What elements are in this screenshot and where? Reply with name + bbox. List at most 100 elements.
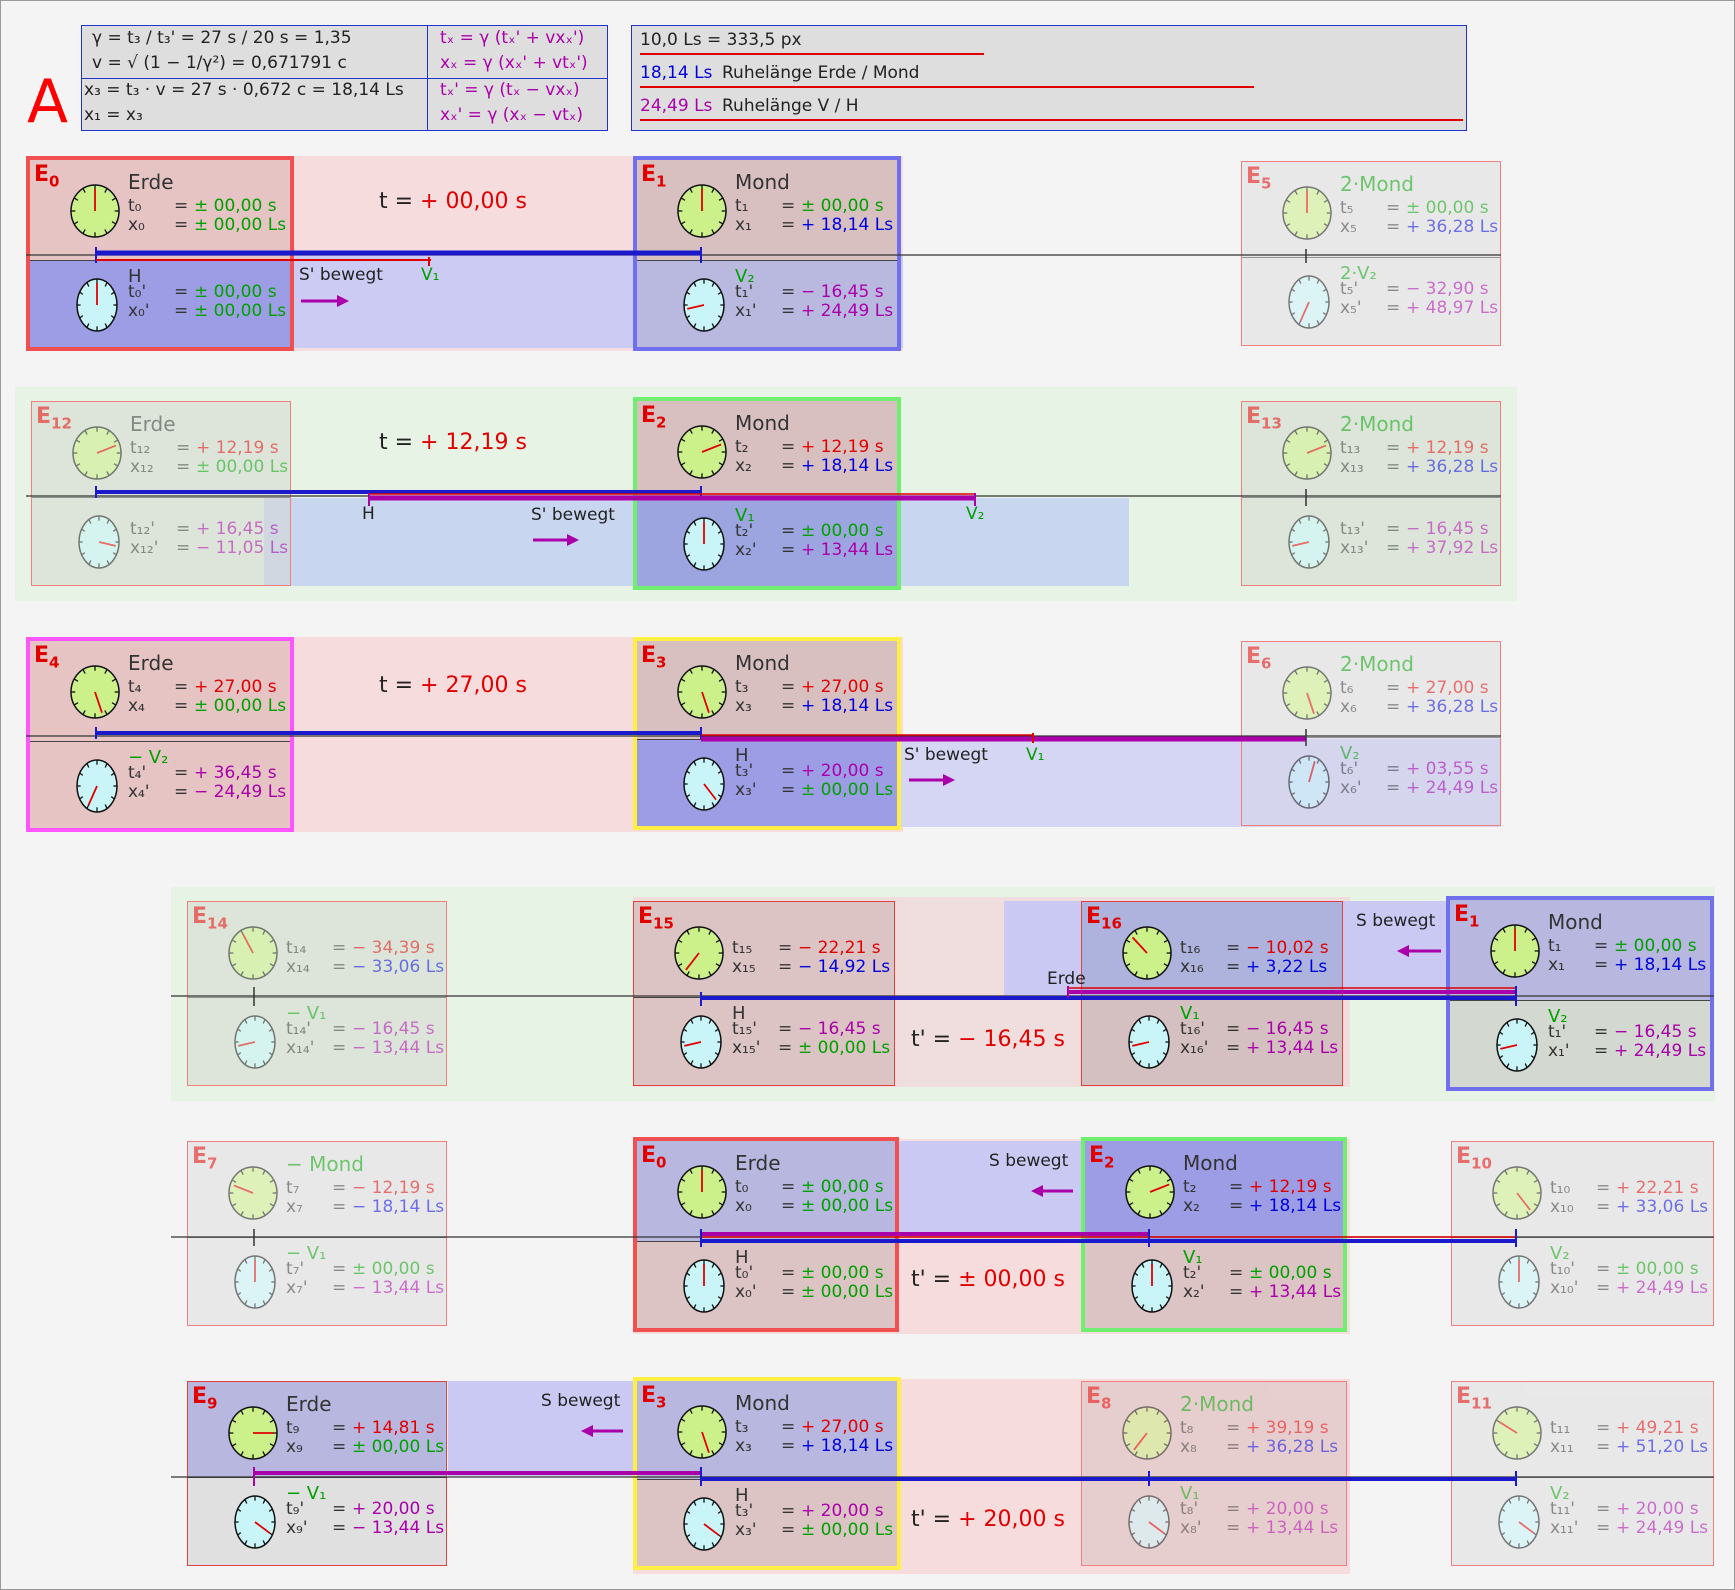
clock-icon xyxy=(232,1013,278,1075)
clock-icon xyxy=(675,663,729,725)
clock-icon xyxy=(1280,424,1334,486)
formula-tx-prime: tₓ' = γ (tₓ − vxₓ) xyxy=(440,80,580,100)
clock-icon xyxy=(681,515,727,577)
event-bottom-title: H xyxy=(732,1003,746,1024)
event-bottom-frame xyxy=(32,497,290,585)
event-row-bot: t₁₀'=± 00,00 s xyxy=(1550,1259,1699,1279)
event-row-top: t₀=± 00,00 s xyxy=(128,196,277,216)
event-row-bot: t₀'=± 00,00 s xyxy=(128,282,277,302)
event-row-bot: t₄'=+ 36,45 s xyxy=(128,763,277,783)
event-row-bot: t₀'=± 00,00 s xyxy=(735,1263,884,1283)
event-row-bot: t₃'=+ 20,00 s xyxy=(735,1501,884,1521)
event-label: E1 xyxy=(641,162,667,191)
event-row-bot: t₉'=+ 20,00 s xyxy=(286,1499,435,1519)
event-title: Erde xyxy=(130,412,176,436)
event-row-bot: t₈'=+ 20,00 s xyxy=(1180,1499,1329,1519)
event-label: E2 xyxy=(641,403,667,432)
event-row-top: t₃=+ 27,00 s xyxy=(735,1417,884,1437)
event-row-top: t₅=± 00,00 s xyxy=(1340,198,1489,218)
event-row-bot: t₆'=+ 03,55 s xyxy=(1340,759,1489,779)
clock-icon xyxy=(1286,753,1332,815)
clock-icon xyxy=(1280,664,1334,726)
event-row-bot2: x₀'=± 00,00 Ls xyxy=(735,1282,894,1302)
section5-time: t' = ± 00,00 s xyxy=(911,1267,1065,1292)
event-row-top2: x₁₆=+ 3,22 Ls xyxy=(1180,957,1328,977)
formula-x3: x₃ = t₃ · v = 27 s · 0,672 c = 18,14 Ls xyxy=(84,80,404,100)
event-bottom-frame xyxy=(637,499,897,586)
event-row-top: t₁₄=− 34,39 s xyxy=(286,938,435,958)
rest-length-v-h-value: 24,49 Ls xyxy=(640,96,713,116)
rest-length-earth-moon-value: 18,14 Ls xyxy=(640,63,713,83)
rest-length-earth-moon-label: Ruhelänge Erde / Mond xyxy=(722,63,920,83)
event-row-bot: t₇'=± 00,00 s xyxy=(286,1259,435,1279)
event-title: 2·Mond xyxy=(1180,1392,1254,1416)
event-bottom-title: − V₁ xyxy=(286,1003,327,1024)
event-label: E3 xyxy=(641,643,667,672)
erde-label-4: Erde xyxy=(1047,969,1086,989)
event-row-bot: t₂'=± 00,00 s xyxy=(1183,1263,1332,1283)
event-label: E3 xyxy=(641,1383,667,1412)
event-row-top: t₀=± 00,00 s xyxy=(735,1177,884,1197)
v1-label-1: V₁ xyxy=(421,265,440,285)
event-row-bot: t₁₄'=− 16,45 s xyxy=(286,1019,435,1039)
event-label: E12 xyxy=(36,404,72,433)
section3-time: t = + 27,00 s xyxy=(379,673,527,698)
event-row-bot2: x₆'=+ 24,49 Ls xyxy=(1340,778,1499,798)
formula-box: γ = t₃ / t₃' = 27 s / 20 s = 1,35 v = √ … xyxy=(81,25,608,131)
event-bottom-frame xyxy=(1082,1477,1346,1565)
clock-icon xyxy=(1120,1404,1174,1466)
section6-time: t' = + 20,00 s xyxy=(911,1507,1065,1532)
event-row-bot2: x₃'=± 00,00 Ls xyxy=(735,780,894,800)
formula-gamma: γ = t₃ / t₃' = 27 s / 20 s = 1,35 xyxy=(92,28,352,48)
clock-icon xyxy=(681,755,727,817)
event-bottom-title: H xyxy=(128,266,142,287)
event-row-top2: x₁₂=± 00,00 Ls xyxy=(130,457,289,477)
event-title: 2·Mond xyxy=(1340,412,1414,436)
event-title: − Mond xyxy=(286,1152,364,1176)
section2-time: t = + 12,19 s xyxy=(379,430,527,455)
event-bottom-title: V₁ xyxy=(1180,1003,1200,1024)
clock-icon xyxy=(681,1495,727,1557)
event-row-bot2: x₄'=− 24,49 Ls xyxy=(128,782,287,802)
section1-time: t = + 00,00 s xyxy=(379,189,527,214)
clock-icon xyxy=(1496,1493,1542,1555)
clock-icon xyxy=(675,1163,729,1225)
event-title: Erde xyxy=(286,1392,332,1416)
event-row-top: t₁₆=− 10,02 s xyxy=(1180,938,1329,958)
event-bottom-title: V₁ xyxy=(1183,1247,1203,1268)
clock-icon xyxy=(68,182,122,244)
event-row-bot2: x₁₆'=+ 13,44 Ls xyxy=(1180,1038,1339,1058)
event-bottom-frame xyxy=(1450,1000,1710,1087)
event-bottom-title: V₂ xyxy=(735,266,755,287)
event-row-top2: x₈=+ 36,28 Ls xyxy=(1180,1437,1339,1457)
clock-icon xyxy=(1488,922,1542,984)
clock-icon xyxy=(672,924,726,986)
clock-icon xyxy=(1126,1013,1172,1075)
clock-icon xyxy=(1123,1163,1177,1225)
event-row-bot: t₂'=± 00,00 s xyxy=(735,521,884,541)
s-prime-moving-label-3: S' bewegt xyxy=(904,745,988,765)
event-bottom-title: H xyxy=(735,745,749,766)
event-row-bot: t₁₆'=− 16,45 s xyxy=(1180,1019,1329,1039)
event-row-top2: x₉=± 00,00 Ls xyxy=(286,1437,445,1457)
event-bottom-frame xyxy=(637,1241,895,1328)
clock-icon xyxy=(1490,1164,1544,1226)
clock-icon xyxy=(1120,924,1174,986)
event-row-top2: x₃=+ 18,14 Ls xyxy=(735,1436,894,1456)
formula-velocity: v = √ (1 − 1/γ²) = 0,671791 c xyxy=(92,53,347,73)
clock-icon xyxy=(70,424,124,486)
s-moving-label-6: S bewegt xyxy=(541,1391,621,1411)
v2-label-2: V₂ xyxy=(966,504,985,524)
clock-icon xyxy=(681,1257,727,1319)
event-bottom-frame xyxy=(1242,497,1500,585)
event-row-bot2: x₁₅'=± 00,00 Ls xyxy=(732,1038,891,1058)
event-row-top: t₂=+ 12,19 s xyxy=(1183,1177,1332,1197)
event-title: Mond xyxy=(735,1391,790,1415)
clock-icon xyxy=(226,924,280,986)
